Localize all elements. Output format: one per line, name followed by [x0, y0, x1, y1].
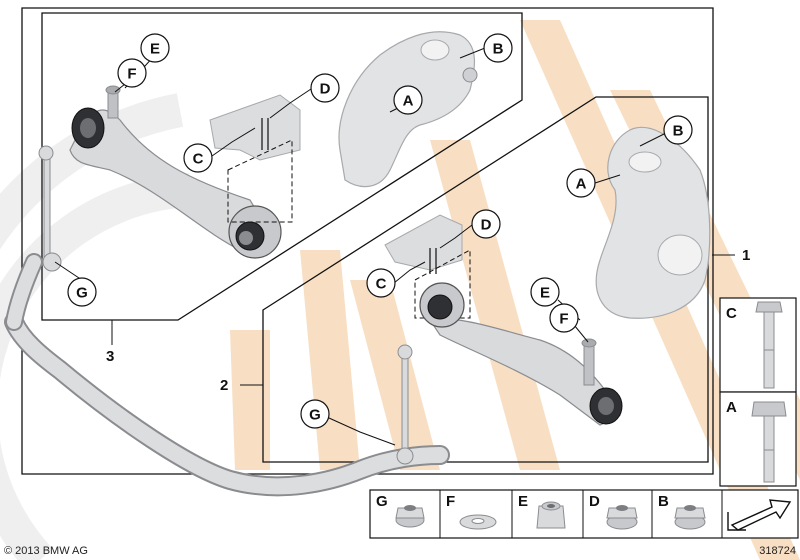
svg-text:A: A: [576, 176, 587, 193]
svg-text:E: E: [150, 41, 160, 58]
svg-text:B: B: [673, 123, 684, 140]
svg-text:F: F: [127, 66, 136, 83]
svg-text:D: D: [320, 81, 331, 98]
svg-text:A: A: [726, 399, 737, 416]
hardware-panel-a: A: [719, 391, 797, 487]
control-arm-upper: [69, 85, 282, 259]
callout-f-lower: F: [549, 303, 579, 333]
svg-text:G: G: [76, 285, 88, 302]
wheel-knuckle-lower: [595, 126, 711, 319]
callout-a-upper: A: [393, 85, 423, 115]
stabilizer-link-lower: [396, 344, 414, 465]
nut-g: G: [376, 493, 425, 528]
callout-g-upper: G: [67, 277, 97, 307]
item-number-3: 3: [106, 348, 114, 365]
svg-text:G: G: [376, 493, 388, 510]
nut-e: E: [518, 493, 566, 529]
callout-c-upper: C: [183, 143, 213, 173]
svg-text:A: A: [403, 93, 414, 110]
kit-2-frame: [262, 96, 709, 463]
svg-text:B: B: [493, 41, 504, 58]
svg-text:E: E: [540, 285, 550, 302]
callout-e-lower: E: [530, 277, 560, 307]
kit-3-frame: [41, 12, 523, 321]
callout-d-upper: D: [310, 73, 340, 103]
callout-d-lower: D: [471, 209, 501, 239]
svg-text:F: F: [446, 493, 455, 510]
bracket-upper: [209, 94, 301, 223]
item-number-2: 2: [220, 377, 228, 394]
bracket-lower: [384, 214, 471, 319]
svg-text:C: C: [726, 305, 737, 322]
hardware-panel-c: C: [719, 297, 797, 393]
callout-e-upper: E: [140, 33, 170, 63]
callout-f-upper: F: [117, 58, 147, 88]
item-number-1: 1: [742, 247, 750, 264]
drawing-number: 318724: [759, 545, 796, 557]
nut-b: B: [658, 493, 706, 530]
copyright-text: © 2013 BMW AG: [4, 545, 88, 557]
svg-text:E: E: [518, 493, 528, 510]
svg-text:C: C: [193, 151, 204, 168]
leader-lines: [54, 47, 735, 446]
nut-d: D: [589, 493, 638, 530]
callout-b-lower: B: [663, 115, 693, 145]
callout-g-lower: G: [300, 399, 330, 429]
stabilizer-link-upper: [38, 145, 62, 272]
stabilizer-bar: [4, 253, 450, 497]
callout-c-lower: C: [366, 268, 396, 298]
callout-a-lower: A: [566, 168, 596, 198]
svg-text:C: C: [376, 276, 387, 293]
control-arm-lower: [419, 282, 623, 426]
svg-text:G: G: [309, 407, 321, 424]
svg-text:D: D: [481, 217, 492, 234]
svg-text:B: B: [658, 493, 669, 510]
svg-text:D: D: [589, 493, 600, 510]
navigation-arrow-icon[interactable]: [727, 499, 792, 531]
svg-text:F: F: [559, 311, 568, 328]
washer-f: F: [446, 493, 497, 530]
nut-strip: G F E D B: [369, 489, 799, 539]
callout-b-upper: B: [483, 33, 513, 63]
